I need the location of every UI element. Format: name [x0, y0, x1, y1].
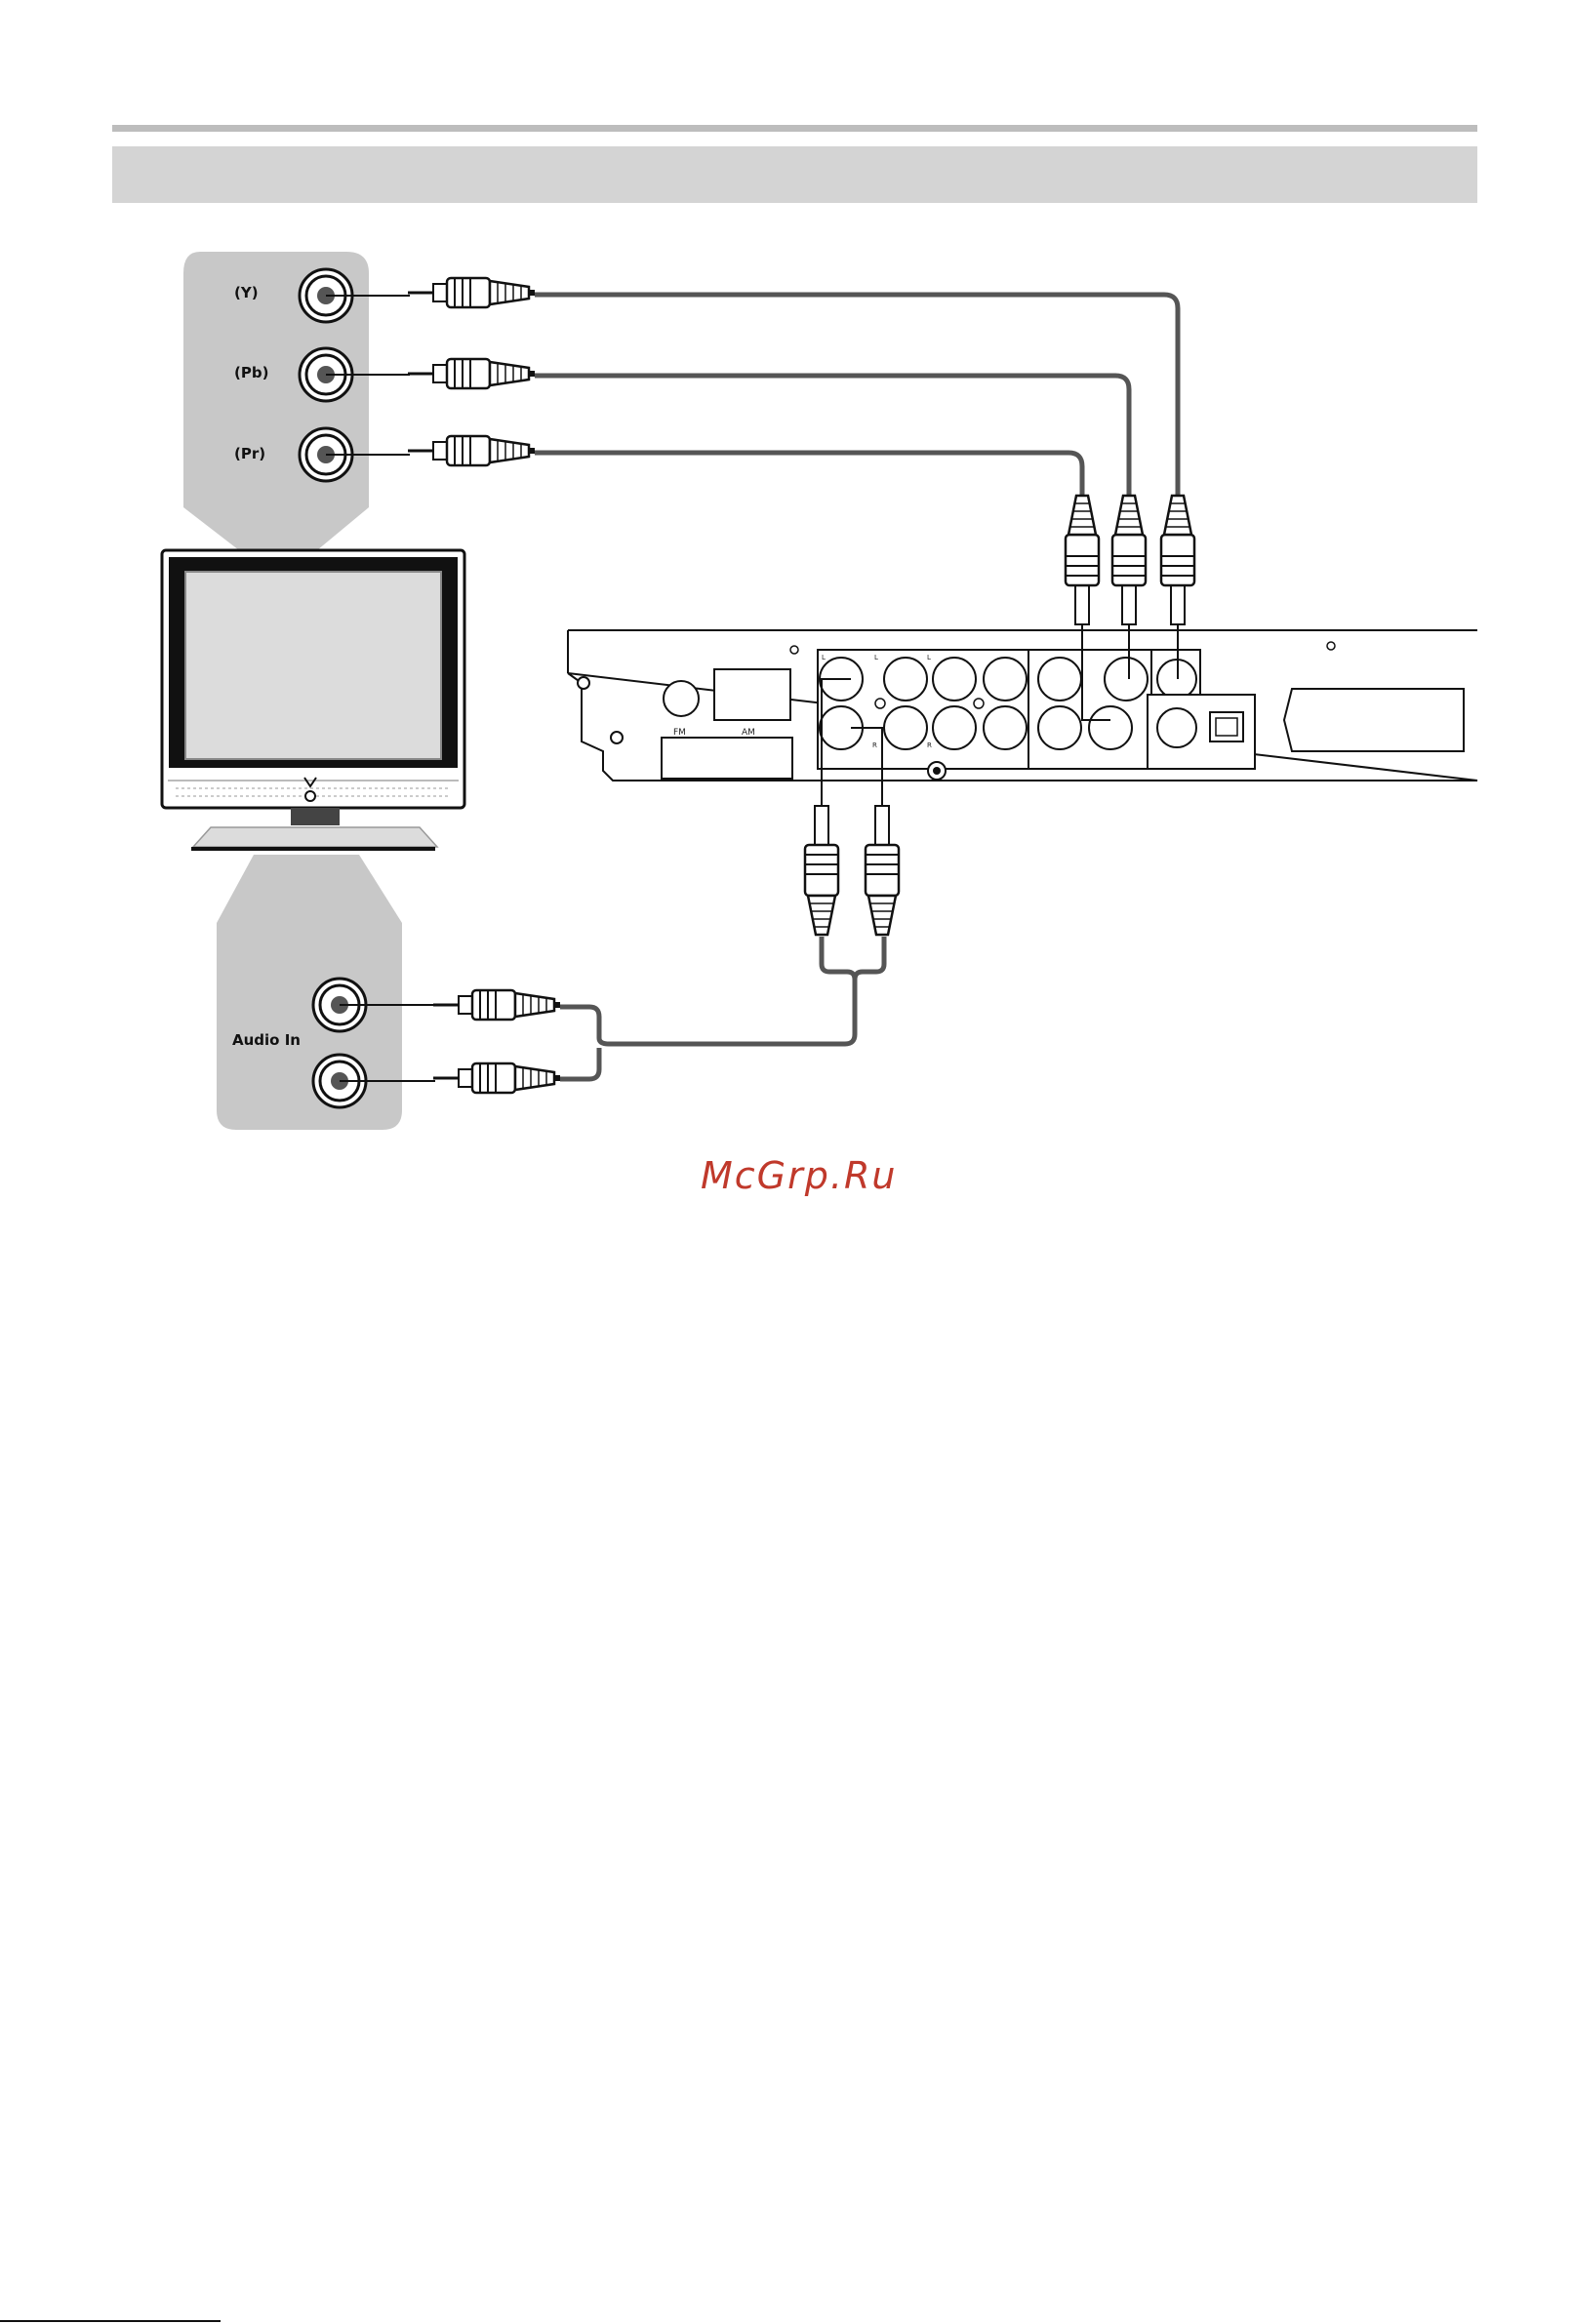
audio-r-label-1: R: [872, 741, 877, 749]
fm-label: FM: [673, 728, 686, 738]
plug-audio-right-player: [866, 806, 899, 935]
jack-label-pr: (Pr): [234, 445, 265, 462]
player-rear-panel: FM AM L L L R R: [568, 624, 1477, 806]
header-rule: [112, 125, 1477, 132]
cable-audio: [560, 937, 884, 1079]
jack-label-y: (Y): [234, 284, 259, 301]
plug-y-player: [1161, 496, 1194, 624]
audio-l-label-3: L: [927, 654, 931, 661]
audio-in-label: Audio In: [232, 1031, 301, 1049]
plug-audio-right-tv: [433, 1063, 560, 1093]
audio-r-label-2: R: [927, 741, 932, 749]
plug-pb-player: [1112, 496, 1146, 624]
audio-l-label-2: L: [874, 654, 878, 661]
plug-y-tv: [408, 278, 535, 307]
jack-label-pb: (Pb): [234, 364, 268, 381]
am-label: AM: [742, 728, 755, 738]
tv-illustration: [162, 550, 464, 851]
cable-pb: [535, 376, 1129, 500]
footer-rule: [0, 2320, 221, 2322]
tv-audio-panel: [217, 855, 402, 1130]
plug-audio-left-tv: [433, 990, 560, 1020]
plug-pb-tv: [408, 359, 535, 388]
watermark: McGrp.Ru: [701, 1154, 897, 1197]
cable-pr: [535, 453, 1082, 500]
header-bar: [112, 146, 1477, 203]
plug-pr-player: [1066, 496, 1099, 624]
audio-l-label-1: L: [822, 654, 826, 661]
plug-pr-tv: [408, 436, 535, 465]
plug-audio-left-player: [805, 806, 838, 935]
